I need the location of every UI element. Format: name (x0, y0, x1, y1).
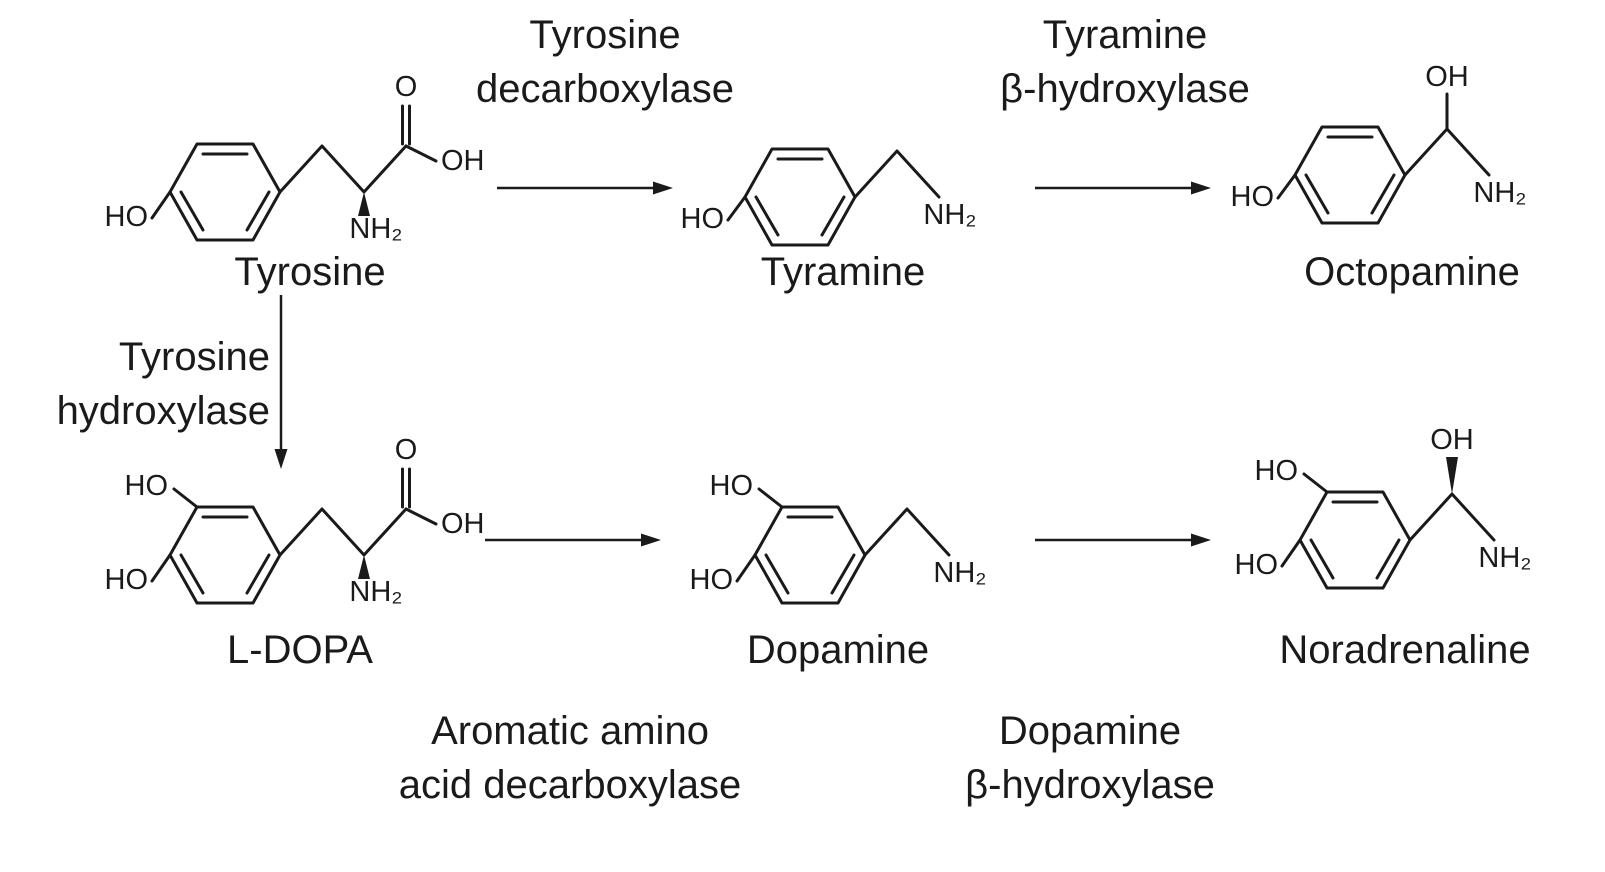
noradrenaline-structure: HO HO OH NH₂ (1235, 424, 1532, 590)
ho-top-label: HO (1255, 455, 1299, 487)
enzyme-line-2: β-hydroxylase (1000, 67, 1250, 111)
ho-label: HO (681, 203, 725, 235)
compound-label-tyramine: Tyramine (760, 250, 926, 294)
benzene-ring (1298, 490, 1412, 590)
ho-bottom-bond (735, 553, 757, 583)
ho-top-label: HO (710, 470, 754, 502)
ring-double-bonds (1309, 500, 1401, 580)
wedge-bond-oh (1446, 457, 1458, 494)
oh-label: OH (441, 145, 485, 177)
ring-double-bonds (754, 157, 846, 237)
nh2-label: NH₂ (349, 576, 402, 608)
enzyme-label-tyrosine-hydroxylase: Tyrosine hydroxylase (0, 330, 270, 438)
ho-bottom-bond (150, 553, 172, 583)
reaction-arrow-ldopa-to-dopamine (485, 533, 661, 547)
compound-label-dopamine: Dopamine (746, 628, 930, 672)
compound-label-tyrosine: Tyrosine (234, 250, 386, 294)
reaction-arrow-dopamine-to-noradrenaline (1035, 533, 1211, 547)
ho-bottom-label: HO (1235, 549, 1279, 581)
enzyme-line-1: Tyrosine (118, 335, 270, 379)
nh2-label: NH₂ (1478, 542, 1531, 574)
ho-label: HO (105, 201, 149, 233)
benzene-ring (168, 142, 282, 242)
nh2-label: NH₂ (933, 557, 986, 589)
carbon-chain (1403, 127, 1491, 177)
nh2-label: NH₂ (1473, 177, 1526, 209)
nh2-label: NH₂ (349, 213, 402, 245)
l-dopa-structure: HO HO O OH NH₂ (105, 434, 485, 608)
ho-bottom-label: HO (690, 564, 734, 596)
benzene-ring (753, 505, 867, 605)
oh-label: OH (441, 508, 485, 540)
ho-top-label: HO (125, 470, 169, 502)
compound-label-octopamine: Octopamine (1304, 250, 1520, 294)
enzyme-line-1: Tyrosine (529, 13, 681, 57)
nh2-label: NH₂ (923, 199, 976, 231)
ho-bottom-bond (1280, 538, 1302, 568)
ho-bottom-label: HO (105, 564, 149, 596)
enzyme-label-tyrosine-decarboxylase: Tyrosine decarboxylase (405, 8, 805, 116)
ring-double-bonds (764, 515, 856, 595)
dopamine-structure: HO HO NH₂ (690, 470, 987, 605)
oh-label: OH (1425, 61, 1469, 93)
ring-double-bonds (179, 515, 271, 595)
ho-top-bond (1302, 472, 1329, 494)
benzene-ring (743, 147, 857, 247)
enzyme-line-2: decarboxylase (476, 67, 734, 111)
o-label: O (395, 434, 418, 466)
wedge-bond-nh2 (358, 555, 370, 579)
enzyme-line-1: Aromatic amino (431, 709, 709, 753)
compound-label-l-dopa: L-DOPA (227, 628, 373, 672)
tyramine-structure: HO NH₂ (681, 147, 977, 247)
enzyme-label-tyramine-beta-hydroxylase: Tyramine β-hydroxylase (925, 8, 1325, 116)
wedge-bond-nh2 (358, 192, 370, 216)
carbon-chain (278, 507, 408, 557)
oh-bond (404, 507, 438, 526)
enzyme-label-aromatic-amino-acid-decarboxylase: Aromatic amino acid decarboxylase (370, 704, 770, 812)
oh-label: OH (1430, 424, 1474, 456)
carbon-chain (1408, 492, 1496, 542)
ho-top-bond (757, 487, 784, 509)
octopamine-structure: HO OH NH₂ (1231, 61, 1527, 225)
benzene-ring (168, 505, 282, 605)
carbon-chain (853, 149, 941, 199)
carbon-chain (278, 144, 408, 194)
enzyme-line-2: hydroxylase (56, 389, 270, 433)
compound-label-noradrenaline: Noradrenaline (1279, 628, 1531, 672)
reaction-arrow-tyrosine-to-tyramine (497, 181, 673, 195)
carboxyl-double-bond (401, 467, 411, 509)
carboxyl-double-bond (401, 104, 411, 146)
ho-top-bond (172, 487, 199, 509)
ho-bond (150, 190, 172, 220)
ring-double-bonds (1304, 135, 1396, 215)
enzyme-line-2: β-hydroxylase (965, 763, 1215, 807)
enzyme-line-2: acid decarboxylase (398, 763, 742, 807)
reaction-arrow-tyrosine-to-ldopa (274, 295, 288, 469)
benzene-ring (1293, 125, 1407, 225)
reaction-arrow-tyramine-to-octopamine (1035, 181, 1211, 195)
oh-bond (404, 144, 438, 163)
o-label: O (395, 71, 418, 103)
ho-bond (1276, 173, 1297, 200)
enzyme-line-1: Dopamine (998, 709, 1182, 753)
enzyme-label-dopamine-beta-hydroxylase: Dopamine β-hydroxylase (890, 704, 1290, 812)
enzyme-line-1: Tyramine (1042, 13, 1208, 57)
tyrosine-structure: HO O OH NH₂ (105, 71, 485, 245)
ho-label: HO (1231, 181, 1275, 213)
carbon-chain (863, 507, 951, 557)
ho-bond (726, 195, 747, 222)
ring-double-bonds (179, 152, 271, 232)
